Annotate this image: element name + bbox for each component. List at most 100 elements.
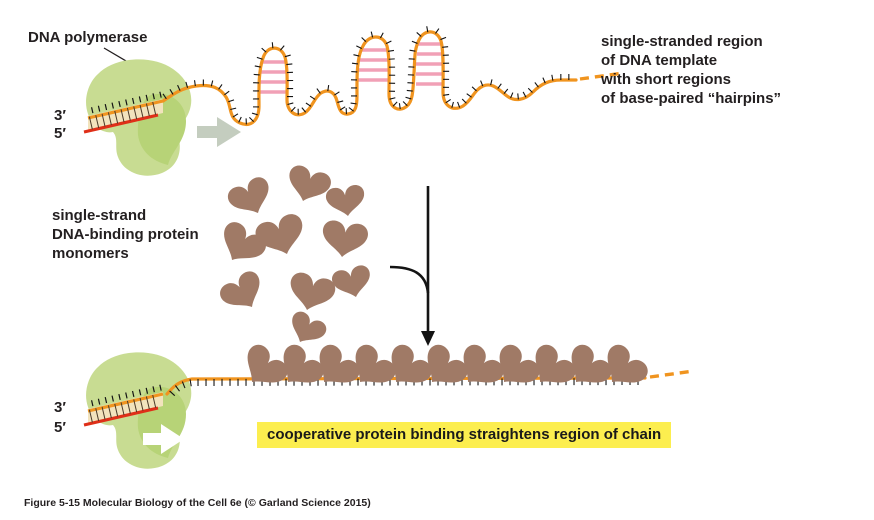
base-tick bbox=[139, 397, 144, 411]
base-tick bbox=[435, 28, 440, 34]
base-tick bbox=[126, 400, 131, 414]
base-tick bbox=[152, 386, 155, 393]
base-tick bbox=[145, 103, 150, 117]
base-tick bbox=[238, 116, 242, 123]
base-tick bbox=[351, 62, 359, 65]
base-tick bbox=[392, 101, 398, 107]
base-tick bbox=[370, 31, 374, 38]
base-tick bbox=[152, 101, 157, 115]
template-strand-duplex bbox=[87, 392, 164, 413]
ssdna-template-path bbox=[161, 30, 578, 126]
hairpin-basepairs bbox=[260, 42, 442, 94]
base-tick bbox=[542, 77, 546, 84]
ssdna-note-line-3: with short regions bbox=[601, 71, 732, 88]
reaction-arrow bbox=[389, 186, 435, 346]
base-tick bbox=[97, 105, 101, 112]
base-tick bbox=[107, 112, 112, 126]
base-tick bbox=[402, 101, 408, 107]
base-tick bbox=[104, 397, 108, 404]
base-tick bbox=[131, 390, 135, 397]
base-tick bbox=[350, 102, 357, 105]
base-tick bbox=[101, 406, 106, 420]
base-tick bbox=[405, 96, 412, 100]
base-tick bbox=[316, 88, 321, 94]
ssdna-dashed-end bbox=[579, 71, 625, 81]
three-prime-label-top: 3′ bbox=[54, 107, 66, 124]
base-tick bbox=[387, 49, 395, 52]
base-tick bbox=[440, 36, 447, 41]
base-tick bbox=[138, 389, 142, 396]
ssb-monomer-icon bbox=[330, 263, 375, 302]
ssb-monomer-icon bbox=[224, 174, 278, 223]
ssb-monomer-icon bbox=[324, 183, 367, 219]
ssb-note-line-3: monomers bbox=[52, 245, 129, 262]
base-tick bbox=[90, 107, 94, 114]
base-tick bbox=[290, 106, 296, 112]
base-tick bbox=[466, 93, 472, 98]
base-tick bbox=[90, 400, 94, 407]
reaction-arrow-hook bbox=[389, 265, 430, 294]
base-tick bbox=[284, 54, 291, 58]
base-tick bbox=[406, 89, 413, 92]
five-prime-label-bottom: 5′ bbox=[54, 419, 66, 436]
ssdna-note-line-2: of DNA template bbox=[601, 52, 718, 69]
base-tick bbox=[337, 100, 344, 103]
base-tick bbox=[145, 387, 149, 394]
base-tick bbox=[193, 80, 196, 87]
highlight-caption: cooperative protein binding straightens … bbox=[257, 422, 672, 448]
base-tick bbox=[286, 63, 293, 66]
base-tick bbox=[254, 65, 261, 68]
ssdna-note: single-stranded region of DNA template w… bbox=[601, 32, 781, 108]
base-tick bbox=[261, 47, 267, 53]
base-tick bbox=[230, 107, 237, 111]
base-tick bbox=[101, 113, 106, 127]
base-tick bbox=[398, 103, 401, 110]
base-tick bbox=[118, 393, 121, 401]
base-tick bbox=[416, 32, 422, 37]
primer-strand bbox=[83, 406, 159, 427]
base-tick bbox=[126, 107, 131, 121]
primer-strand bbox=[83, 113, 159, 134]
base-tick bbox=[228, 99, 235, 103]
base-tick bbox=[490, 79, 493, 86]
base-tick bbox=[131, 97, 135, 104]
translocation-arrow-icon bbox=[143, 424, 184, 454]
base-tick bbox=[174, 385, 180, 392]
base-tick bbox=[88, 116, 93, 130]
figure-caption: Figure 5-15 Molecular Biology of the Cel… bbox=[24, 497, 371, 509]
dna-polymerase-label: DNA polymerase bbox=[28, 29, 148, 46]
base-tick bbox=[551, 74, 554, 81]
base-tick bbox=[426, 26, 429, 33]
base-tick bbox=[305, 102, 312, 107]
ssdna-note-line-1: single-stranded region bbox=[601, 33, 763, 50]
base-tick bbox=[111, 102, 114, 109]
base-tick bbox=[97, 398, 101, 405]
base-tick bbox=[95, 408, 100, 422]
dna-polymerase-complex bbox=[83, 352, 192, 469]
ssb-monomer-icon bbox=[284, 308, 330, 351]
base-tick bbox=[107, 405, 112, 419]
base-tick bbox=[517, 93, 519, 100]
base-tick bbox=[356, 45, 362, 49]
ssb-monomer-icon bbox=[234, 340, 292, 397]
base-tick bbox=[279, 45, 285, 51]
base-tick bbox=[339, 106, 346, 111]
base-tick bbox=[210, 80, 214, 87]
straightened-strand-path bbox=[165, 376, 647, 396]
ssb-monomer-icon bbox=[282, 162, 334, 208]
base-tick bbox=[409, 49, 416, 52]
base-tick bbox=[461, 98, 467, 104]
base-tick bbox=[361, 37, 367, 43]
base-tick bbox=[138, 96, 142, 103]
base-tick bbox=[95, 115, 100, 129]
base-tick bbox=[348, 107, 354, 112]
base-tick bbox=[133, 399, 138, 413]
base-tick bbox=[120, 402, 125, 416]
base-tick bbox=[139, 104, 144, 118]
base-tick bbox=[152, 394, 157, 408]
base-tick bbox=[152, 93, 155, 100]
base-tick bbox=[471, 86, 477, 92]
base-tick bbox=[145, 396, 150, 410]
base-tick bbox=[301, 107, 307, 113]
